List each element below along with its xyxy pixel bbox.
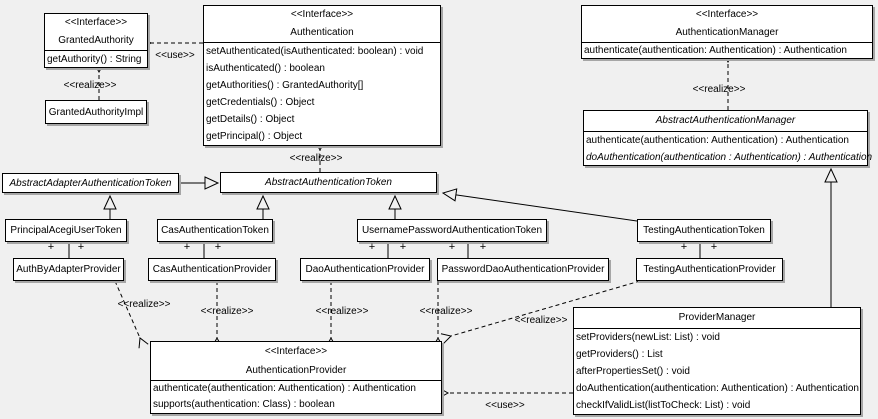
method-row: isAuthenticated() : boolean	[206, 63, 325, 74]
class-name: AuthenticationManager	[675, 27, 779, 38]
class-name: ProviderManager	[678, 312, 756, 323]
edge-generalization-testing-token	[441, 188, 638, 222]
class-testing-authentication-token[interactable]: TestingAuthenticationToken	[637, 219, 771, 242]
class-name: GrantedAuthority	[58, 35, 134, 46]
label-realize-authentication: <<realize>>	[289, 153, 343, 164]
method-row: supports(authentication: Class) : boolea…	[153, 399, 335, 410]
multiplicity-plus: +	[399, 241, 407, 253]
class-name: PasswordDaoAuthenticationProvider	[441, 264, 605, 275]
method-row: getProviders() : List	[576, 349, 663, 360]
class-name: AbstractAuthenticationToken	[265, 177, 392, 188]
class-testing-authentication-provider[interactable]: TestingAuthenticationProvider	[636, 258, 783, 281]
class-granted-authority[interactable]: <<Interface>> GrantedAuthority getAuthor…	[44, 13, 148, 68]
class-authentication-provider[interactable]: <<Interface>> AuthenticationProvider aut…	[150, 341, 442, 414]
method-row: doAuthentication(authentication : Authen…	[586, 152, 873, 163]
class-cas-authentication-token[interactable]: CasAuthenticationToken	[157, 219, 273, 242]
label-realize-password-dao-provider: <<realize>>	[419, 306, 473, 317]
label-use-bottom: <<use>>	[485, 400, 525, 411]
method-row: doAuthentication(authentication: Authent…	[576, 383, 859, 394]
multiplicity-plus: +	[77, 241, 85, 253]
label-realize-cas-provider: <<realize>>	[200, 306, 254, 317]
label-realize-auth-by-adapter: <<realize>>	[117, 299, 171, 310]
method-row: authenticate(authentication: Authenticat…	[584, 45, 847, 56]
class-name: AbstractAdapterAuthenticationToken	[9, 177, 172, 189]
class-abstract-authentication-manager[interactable]: AbstractAuthenticationManager authentica…	[583, 110, 873, 166]
class-name: Authentication	[290, 27, 354, 38]
class-authentication[interactable]: <<Interface>> Authentication setAuthenti…	[203, 5, 441, 146]
class-name: PrincipalAcegiUserToken	[10, 225, 122, 236]
class-dao-authentication-provider[interactable]: DaoAuthenticationProvider	[300, 258, 430, 281]
label-use-top: <<use>>	[155, 50, 195, 61]
class-password-dao-authentication-provider[interactable]: PasswordDaoAuthenticationProvider	[437, 258, 609, 281]
stereotype-label: <<Interface>>	[264, 346, 328, 357]
multiplicity-plus: +	[479, 241, 487, 253]
label-realize-authentication-manager: <<realize>>	[692, 84, 746, 95]
method-row: getAuthority() : String	[47, 54, 142, 65]
class-name: CasAuthenticationToken	[161, 225, 269, 236]
class-name: AuthByAdapterProvider	[16, 264, 121, 275]
label-realize-testing-provider: <<realize>>	[514, 315, 568, 326]
class-authentication-manager[interactable]: <<Interface>> AuthenticationManager auth…	[581, 5, 873, 59]
class-name: DaoAuthenticationProvider	[305, 264, 425, 275]
class-name: AbstractAuthenticationManager	[655, 115, 796, 126]
class-name: CasAuthenticationProvider	[152, 264, 272, 275]
multiplicity-plus: +	[183, 241, 191, 253]
method-row: authenticate(authentication: Authenticat…	[586, 135, 849, 146]
class-name: AuthenticationProvider	[245, 365, 347, 376]
label-realize-granted-authority: <<realize>>	[63, 80, 117, 91]
method-row: getAuthorities() : GrantedAuthority[]	[206, 80, 364, 91]
stereotype-label: <<Interface>>	[64, 17, 128, 28]
multiplicity-plus: +	[368, 241, 376, 253]
multiplicity-plus: +	[680, 241, 688, 253]
class-name: TestingAuthenticationProvider	[643, 264, 776, 275]
method-row: getPrincipal() : Object	[206, 131, 303, 142]
class-abstract-authentication-token[interactable]: AbstractAuthenticationToken	[220, 172, 437, 193]
method-row: getDetails() : Object	[206, 114, 295, 125]
method-row: checkIfValidList(listToCheck: List) : vo…	[576, 400, 751, 411]
class-name: TestingAuthenticationToken	[643, 225, 765, 236]
method-row: getCredentials() : Object	[206, 97, 315, 108]
method-row: setAuthenticated(isAuthenticated: boolea…	[206, 46, 424, 57]
class-provider-manager[interactable]: ProviderManager setProviders(newList: Li…	[573, 307, 861, 415]
method-row: setProviders(newList: List) : void	[576, 332, 720, 343]
class-username-password-authentication-token[interactable]: UsernamePasswordAuthenticationToken	[357, 219, 547, 242]
class-abstract-adapter-authentication-token[interactable]: AbstractAdapterAuthenticationToken	[2, 173, 179, 193]
method-row: authenticate(authentication: Authenticat…	[153, 383, 416, 394]
multiplicity-plus: +	[448, 241, 456, 253]
multiplicity-plus: +	[710, 241, 718, 253]
stereotype-label: <<Interface>>	[290, 9, 354, 20]
multiplicity-plus: +	[47, 241, 55, 253]
method-row: afterPropertiesSet() : void	[576, 366, 690, 377]
class-cas-authentication-provider[interactable]: CasAuthenticationProvider	[148, 258, 276, 281]
multiplicity-plus: +	[214, 241, 222, 253]
class-granted-authority-impl[interactable]: GrantedAuthorityImpl	[45, 100, 147, 124]
label-realize-dao-provider: <<realize>>	[315, 306, 369, 317]
stereotype-label: <<Interface>>	[695, 9, 759, 20]
class-name: GrantedAuthorityImpl	[48, 106, 144, 118]
class-name: UsernamePasswordAuthenticationToken	[361, 225, 543, 236]
class-principal-acegi-user-token[interactable]: PrincipalAcegiUserToken	[5, 219, 127, 242]
class-auth-by-adapter-provider[interactable]: AuthByAdapterProvider	[13, 258, 124, 281]
